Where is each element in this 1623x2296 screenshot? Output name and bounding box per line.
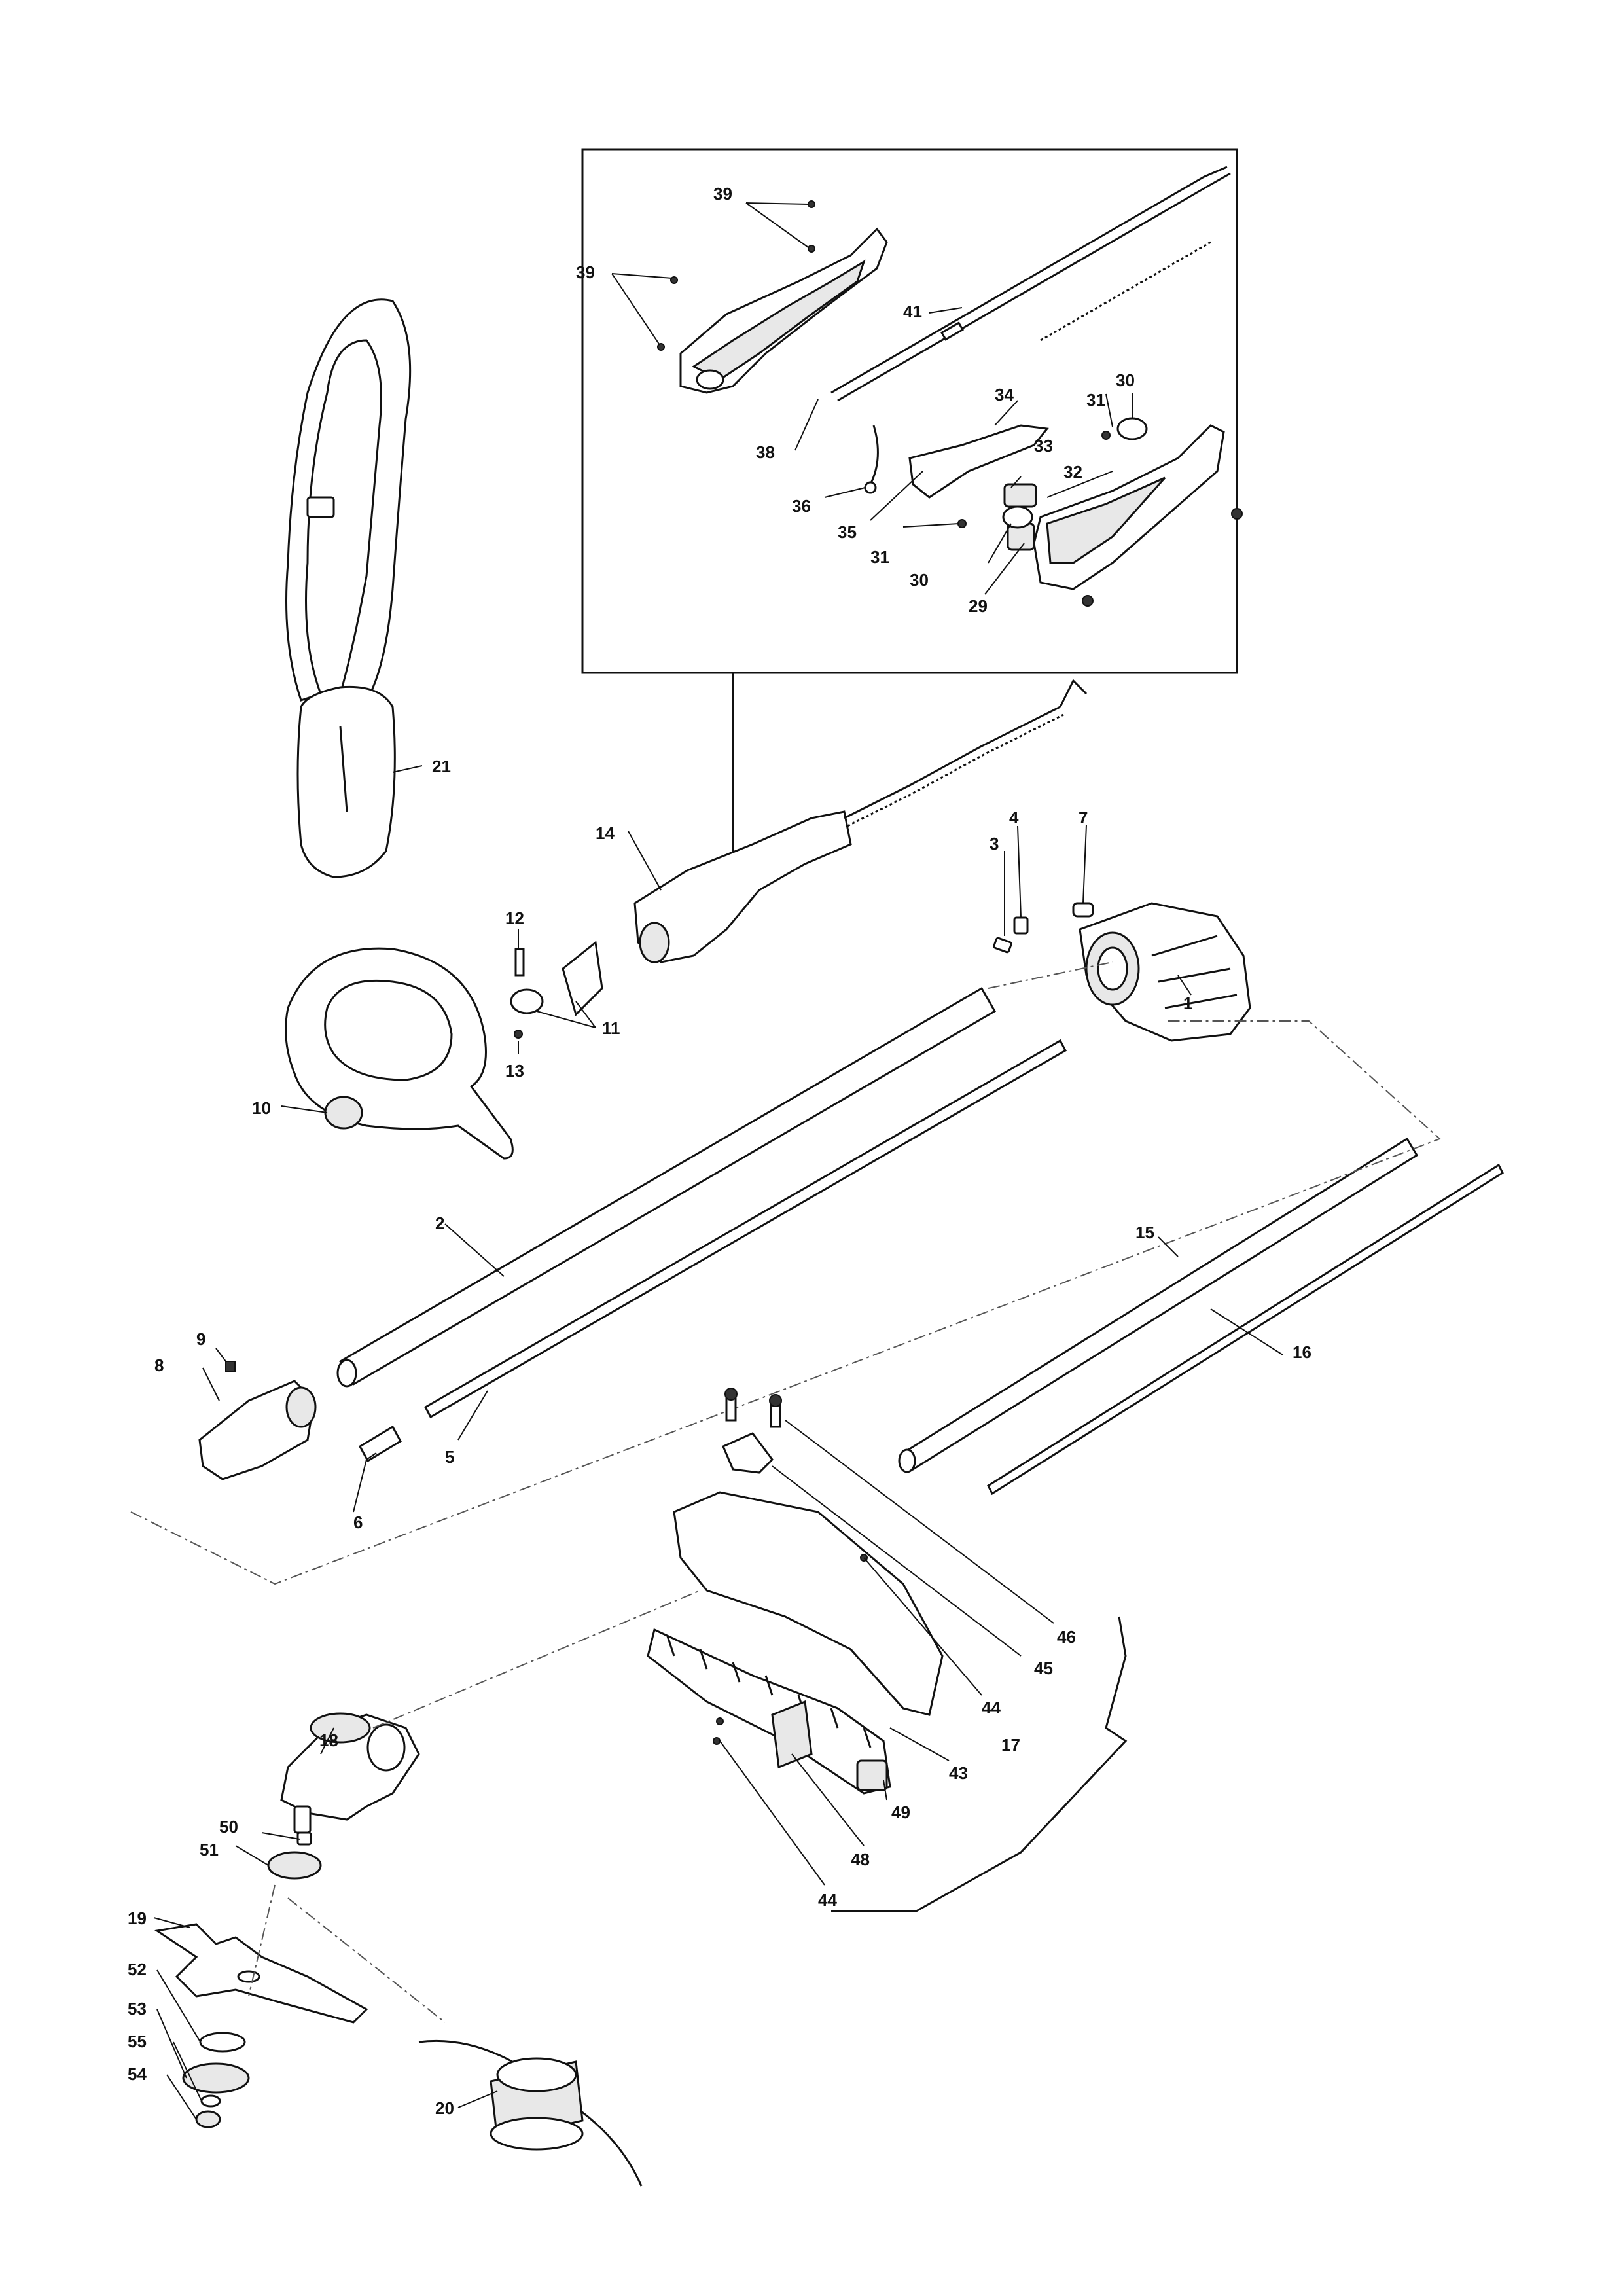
trigger-lever — [908, 424, 1049, 499]
coupling-6 — [358, 1425, 402, 1463]
callout-29: 29 — [969, 596, 988, 616]
extension-outline — [130, 1020, 1441, 1585]
callout-31-top: 31 — [1086, 390, 1105, 410]
callout-51: 51 — [200, 1840, 219, 1859]
callout-35: 35 — [838, 522, 857, 542]
gear-head — [280, 1712, 420, 1834]
callout-5: 5 — [445, 1447, 454, 1467]
callout-9: 9 — [196, 1329, 205, 1349]
shoulder-strap — [285, 298, 412, 878]
blade-guard — [647, 1491, 944, 1795]
callout-54: 54 — [128, 2064, 147, 2084]
callout-43: 43 — [949, 1763, 968, 1783]
washers-50-51 — [267, 1831, 322, 1880]
shaft-handle-assembly — [633, 679, 1088, 963]
handle-half-right — [1033, 424, 1243, 607]
callout-44-upper: 44 — [982, 1698, 1001, 1717]
callout-44-lower: 44 — [818, 1890, 837, 1910]
callout-21: 21 — [432, 757, 451, 776]
callout-18: 18 — [319, 1731, 338, 1750]
callout-39-left: 39 — [576, 262, 595, 282]
axis-line-lower — [372, 1590, 701, 1729]
handle-detail-inset — [581, 148, 1243, 864]
screw-39-group — [657, 200, 815, 351]
callout-55: 55 — [128, 2032, 147, 2051]
axis-line-upper — [988, 961, 1113, 989]
callout-8: 8 — [154, 1355, 164, 1375]
callout-39-top: 39 — [713, 184, 732, 204]
callout-17: 17 — [1001, 1735, 1020, 1755]
callout-32: 32 — [1063, 462, 1082, 482]
callout-52: 52 — [128, 1960, 147, 1979]
callout-45: 45 — [1034, 1659, 1053, 1678]
callout-12: 12 — [505, 908, 524, 928]
callout-11: 11 — [602, 1018, 620, 1038]
callout-10: 10 — [252, 1098, 271, 1118]
callout-labels: 39 39 41 38 34 31 30 33 32 36 35 31 30 2… — [128, 184, 1311, 2118]
trimmer-head — [418, 2039, 643, 2187]
cable-spring — [1040, 241, 1211, 342]
callout-13: 13 — [505, 1061, 524, 1081]
callout-30-top: 30 — [1116, 370, 1135, 390]
callout-48: 48 — [851, 1850, 870, 1869]
blade — [154, 1923, 368, 2024]
blade-fasteners — [182, 2032, 250, 2128]
guard-bracket — [722, 1388, 782, 1474]
drive-shaft-16 — [987, 1163, 1504, 1496]
callout-50: 50 — [219, 1817, 238, 1837]
handle-half-left — [679, 227, 888, 394]
callout-20: 20 — [435, 2098, 454, 2118]
loop-handle — [285, 947, 514, 1160]
callout-30-bottom: 30 — [910, 570, 929, 590]
callout-3: 3 — [990, 834, 999, 853]
callout-16: 16 — [1293, 1342, 1311, 1362]
callout-15: 15 — [1135, 1223, 1154, 1242]
callout-2: 2 — [435, 1213, 444, 1233]
callout-6: 6 — [353, 1513, 363, 1532]
clamp-rings — [957, 417, 1148, 529]
callout-1: 1 — [1183, 994, 1192, 1013]
leader-lines — [153, 202, 1283, 2120]
stop-switch — [1003, 483, 1037, 551]
throttle-cable — [830, 166, 1231, 402]
tube-15 — [898, 1137, 1419, 1473]
tube-2 — [336, 986, 997, 1388]
callout-4: 4 — [1009, 808, 1019, 827]
callout-41: 41 — [903, 302, 922, 321]
callout-36: 36 — [792, 496, 811, 516]
axis-line-blade — [248, 1884, 446, 2023]
callout-34: 34 — [995, 385, 1014, 404]
callout-49: 49 — [891, 1803, 910, 1822]
callout-31-bottom: 31 — [870, 547, 889, 567]
handle-clamp — [510, 941, 603, 1039]
callout-53: 53 — [128, 1999, 147, 2018]
callout-38: 38 — [756, 442, 775, 462]
engine-cover — [1079, 902, 1251, 1042]
callout-19: 19 — [128, 1909, 147, 1928]
callout-46: 46 — [1057, 1627, 1076, 1647]
bracket-17 — [831, 1616, 1128, 1912]
screws-3-4-7 — [993, 902, 1094, 954]
drive-shaft-5 — [423, 1039, 1067, 1419]
callout-14: 14 — [596, 823, 615, 843]
tube-joint — [198, 1361, 317, 1480]
callout-7: 7 — [1079, 808, 1088, 827]
spring-36 — [864, 425, 879, 494]
callout-33: 33 — [1034, 436, 1053, 456]
